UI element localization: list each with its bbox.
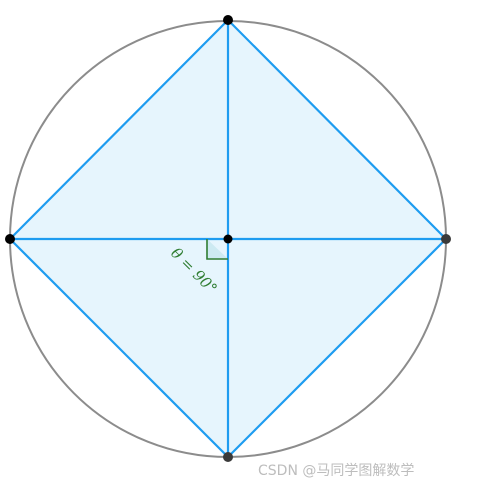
watermark-text: CSDN @马同学图解数学 xyxy=(258,463,415,479)
top-vertex-point xyxy=(223,15,233,25)
center-point xyxy=(223,234,233,244)
right-vertex-point xyxy=(441,234,451,244)
right-angle-marker xyxy=(206,239,228,260)
bottom-vertex-point xyxy=(223,452,233,462)
left-vertex-point xyxy=(5,234,15,244)
